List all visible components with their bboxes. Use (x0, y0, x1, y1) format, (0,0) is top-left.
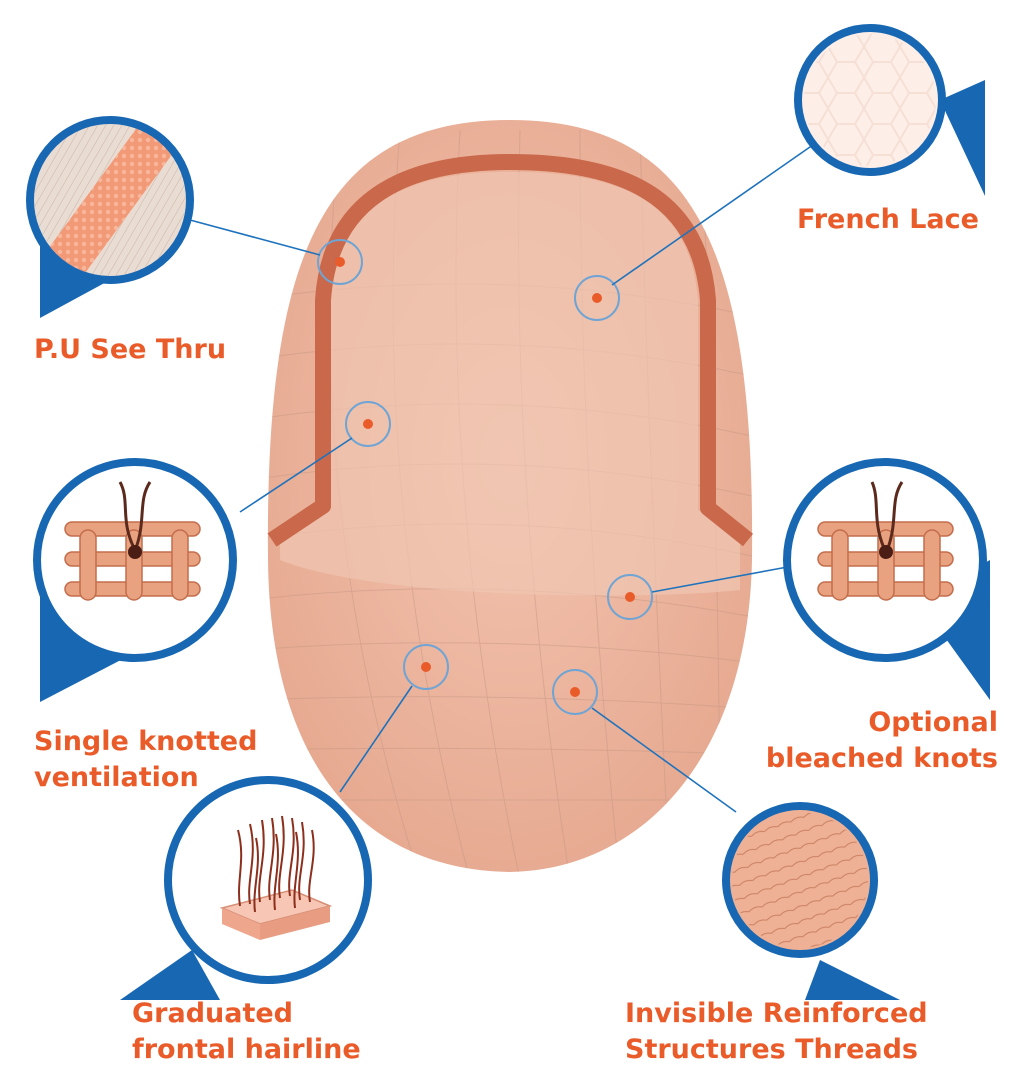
reinforced-threads-callout[interactable] (722, 802, 900, 1000)
single-knot-label: Single knotted ventilation (34, 724, 257, 796)
bleached-knots-callout[interactable] (783, 458, 990, 700)
hotspot-threads[interactable] (552, 669, 598, 715)
pu-see-thru-callout[interactable] (26, 110, 194, 318)
hotspot-french-lace[interactable] (574, 275, 620, 321)
hotspot-hairline[interactable] (403, 644, 449, 690)
frontal-hairline-label: Graduated frontal hairline (132, 996, 361, 1068)
frontal-hairline-label-line-1: Graduated (132, 998, 294, 1029)
pu-perimeter-stripe (267, 154, 753, 547)
frontal-hairline-callout[interactable] (120, 776, 372, 1000)
single-knot-mesh-icon (64, 481, 201, 601)
hair-cap (267, 120, 753, 872)
reinforced-threads-label-line-2: Structures Threads (625, 1034, 919, 1065)
bleached-knots-label: Optional bleached knots (766, 705, 998, 777)
connector-lines (189, 139, 821, 813)
single-knot-label-line-1: Single knotted (34, 726, 258, 757)
pu-see-thru-texture-icon (34, 124, 186, 276)
french-lace-label: French Lace (797, 202, 979, 238)
pu-see-thru-label: P.U See Thru (34, 332, 226, 368)
single-knot-callout[interactable] (33, 458, 237, 702)
reinforced-thread-texture-icon (732, 812, 868, 948)
hairline-skin-block-icon (219, 815, 333, 940)
bleached-knots-label-line-1: Optional (868, 707, 998, 738)
lace-base-area (280, 172, 740, 596)
single-knot-label-line-2: ventilation (34, 762, 199, 793)
hotspot-single-knot[interactable] (345, 401, 391, 447)
frontal-hairline-label-line-2: frontal hairline (132, 1034, 361, 1065)
reinforced-threads-label-line-1: Invisible Reinforced (625, 998, 928, 1029)
hotspot-pu[interactable] (317, 239, 363, 285)
bleached-knots-label-line-2: bleached knots (765, 743, 998, 774)
hotspot-bleached-knots[interactable] (607, 574, 653, 620)
bleached-knot-mesh-icon (817, 481, 954, 601)
french-lace-callout[interactable] (794, 24, 985, 196)
french-lace-label-line: French Lace (797, 204, 979, 235)
reinforced-threads-label: Invisible Reinforced Structures Threads (625, 996, 928, 1068)
pu-see-thru-label-line: P.U See Thru (34, 334, 227, 365)
